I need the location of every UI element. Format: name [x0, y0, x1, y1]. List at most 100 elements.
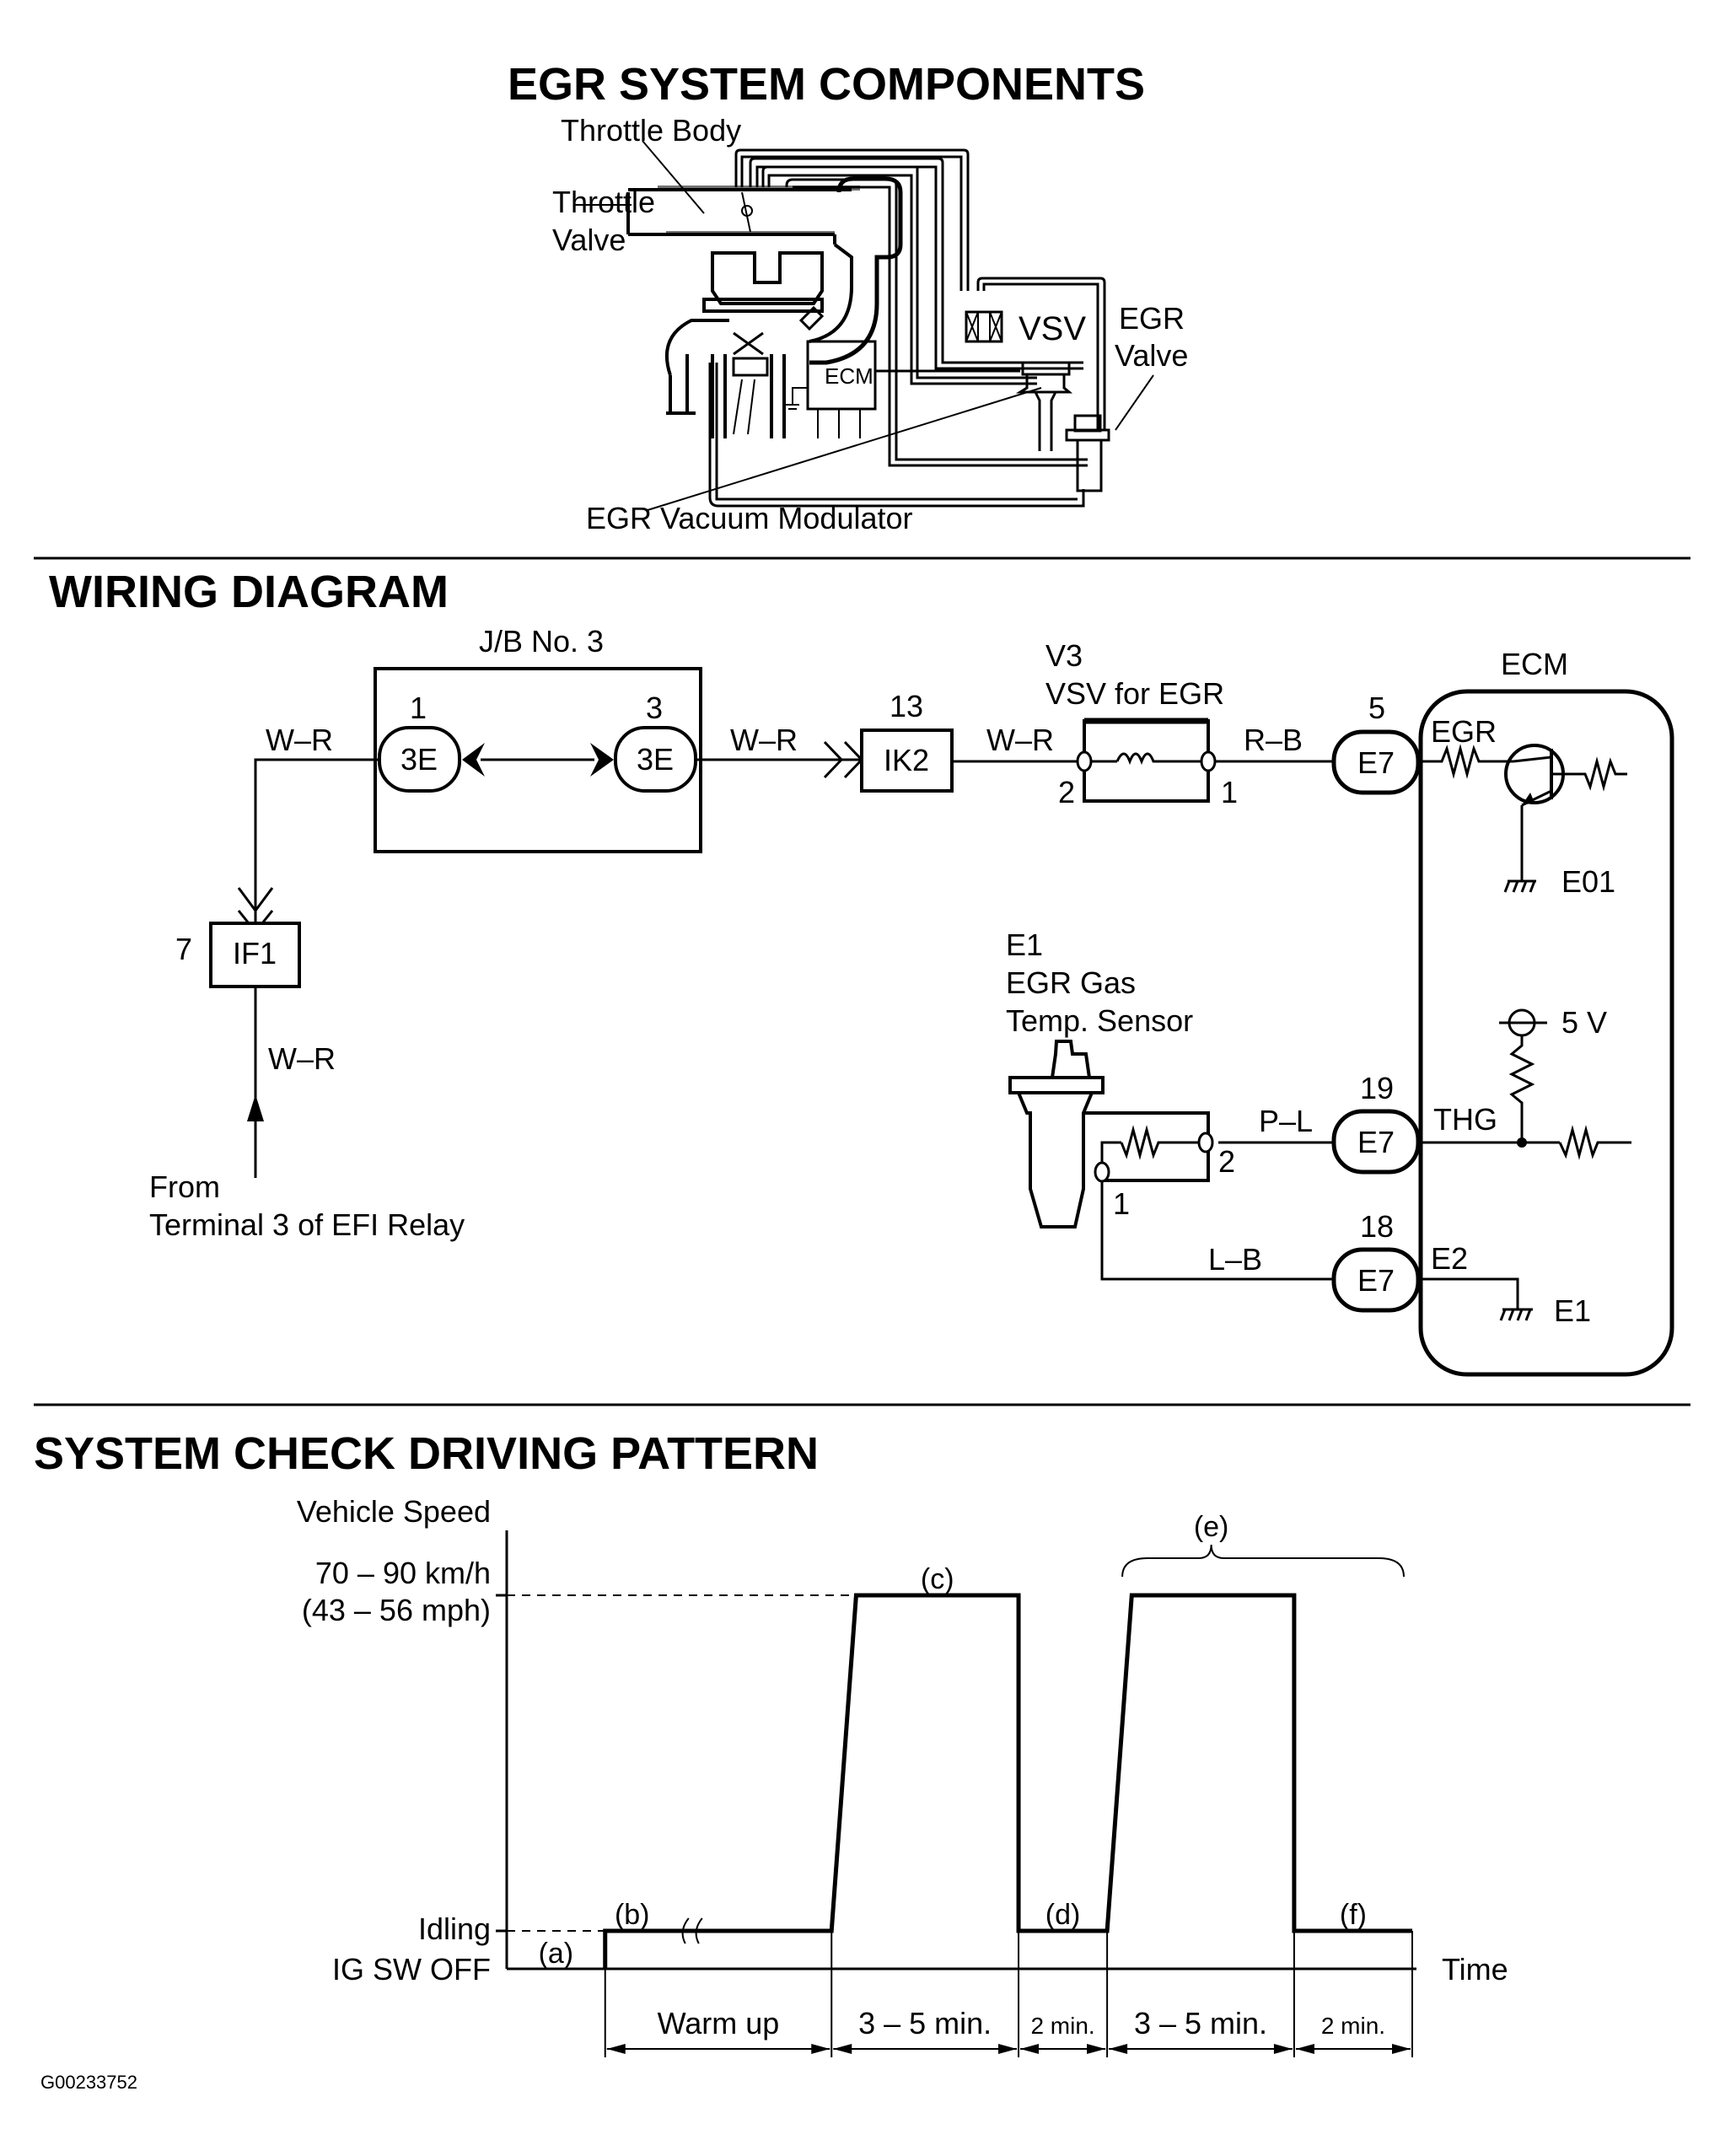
- leader-throttle-body: [642, 140, 705, 214]
- chart-xlabel: Time: [1442, 1952, 1508, 1987]
- ecm-terminal-5v: 5 V: [1561, 1005, 1607, 1040]
- egr-valve: [1065, 414, 1110, 492]
- engine-cylinder: [664, 251, 825, 438]
- pattern-title: SYSTEM CHECK DRIVING PATTERN: [34, 1428, 819, 1479]
- connector-if1: [209, 922, 301, 988]
- jb-arrow-left-icon: [462, 743, 485, 777]
- duration-label-0: Warm up: [658, 2006, 780, 2040]
- leader-egr-valve: [1115, 374, 1154, 431]
- vsv-id: V3: [1045, 638, 1083, 673]
- jb-pin-right: 3: [646, 691, 663, 725]
- sensor-terminal-1: [1094, 1161, 1110, 1183]
- vsv-terminal-1: [1200, 750, 1217, 772]
- phase-label-c: (c): [921, 1563, 954, 1595]
- brace-e-icon: [1121, 1544, 1405, 1578]
- label-throttle-body: Throttle Body: [561, 113, 741, 148]
- sensor-pin-1: 1: [1113, 1186, 1130, 1221]
- jb-name: J/B No. 3: [479, 624, 604, 659]
- e7-thg-code: E7: [1357, 1125, 1395, 1159]
- wiring-title: WIRING DIAGRAM: [49, 567, 449, 617]
- y-tick-high-1: 70 – 90 km/h: [315, 1556, 491, 1590]
- label-egr-valve-1: EGR: [1119, 301, 1185, 336]
- leader-vacuum-modulator: [647, 387, 1042, 511]
- sensor-id: E1: [1006, 927, 1043, 962]
- vsv-pin-right: 1: [1221, 775, 1238, 809]
- components-title: EGR SYSTEM COMPONENTS: [508, 59, 1145, 110]
- vacuum-hoses: [708, 148, 1106, 508]
- speed-profile-line: [603, 1593, 1412, 1969]
- vsv-name: VSV for EGR: [1045, 676, 1224, 711]
- wire-label-wr-4: W–R: [268, 1041, 336, 1076]
- throttle-body: [626, 185, 860, 245]
- jb-arrow-right-icon: [590, 743, 614, 777]
- e7-e2-pin: 18: [1360, 1209, 1394, 1244]
- vsv-terminal-2: [1076, 750, 1093, 772]
- wire-label-rb: R–B: [1244, 723, 1303, 757]
- ecm-terminal-e2: E2: [1431, 1241, 1468, 1276]
- duration-label-1: 3 – 5 min.: [858, 2006, 992, 2040]
- ik2-code: IK2: [884, 743, 929, 777]
- egr-components-illustration: Throttle Body Throttle Valve VSV EGR Val…: [552, 113, 1188, 535]
- connector-3e-left-label: 3E: [400, 742, 438, 777]
- connector-ik2: [860, 729, 954, 793]
- connector-e7-egr: [1331, 729, 1421, 795]
- label-ecm-box: ECM: [825, 363, 873, 389]
- arrowhead-right-icon: [998, 2044, 1018, 2054]
- vsv-component: [965, 310, 1003, 343]
- source-line-1: From: [149, 1169, 220, 1204]
- sensor-terminal-2: [1197, 1132, 1214, 1153]
- driving-pattern-chart: Vehicle Speed 70 – 90 km/h (43 – 56 mph)…: [297, 1494, 1508, 2057]
- e7-thg-pin: 19: [1360, 1071, 1394, 1105]
- arrowhead-left-icon: [833, 2044, 852, 2054]
- arrowhead-right-icon: [811, 2044, 830, 2054]
- source-line-2: Terminal 3 of EFI Relay: [149, 1207, 465, 1242]
- phase-label-e: (e): [1194, 1511, 1229, 1543]
- ecm-terminal-thg: THG: [1433, 1102, 1497, 1137]
- sensor-pin-2: 2: [1218, 1144, 1235, 1179]
- ecm-ground-icon: [786, 387, 808, 410]
- pullup-resistor-icon: [1508, 1035, 1535, 1143]
- wire-label-wr-1: W–R: [266, 723, 333, 757]
- egr-gas-temp-sensor-icon: [1008, 1040, 1210, 1229]
- ecm-terminal-e1: E1: [1554, 1293, 1591, 1328]
- wire-label-wr-2: W–R: [730, 723, 798, 757]
- arrowhead-right-icon: [1392, 2044, 1411, 2054]
- e7-e2-code: E7: [1357, 1263, 1395, 1298]
- phase-label-a: (a): [539, 1938, 574, 1970]
- ecm-block: [1418, 689, 1674, 1377]
- figure-id: G00233752: [40, 2072, 137, 2093]
- axis-break-icon: [681, 1917, 703, 1944]
- label-vsv: VSV: [1019, 310, 1086, 347]
- e7-egr-code: E7: [1357, 745, 1395, 780]
- duration-label-2: 2 min.: [1030, 2013, 1094, 2039]
- egr-vacuum-modulator: [1015, 361, 1073, 451]
- wiring-diagram: J/B No. 3 1 3 3E 3E W–R 7 IF1 W–R From T…: [149, 624, 1674, 1377]
- ecm-inputs: [817, 409, 861, 438]
- sensor-name-2: Temp. Sensor: [1006, 1003, 1193, 1038]
- if1-pin: 7: [175, 932, 192, 966]
- connector-3e-right-label: 3E: [637, 742, 674, 777]
- if1-code: IF1: [233, 936, 277, 970]
- ecm-terminal-e01: E01: [1561, 864, 1615, 899]
- arrowhead-left-icon: [1020, 2044, 1040, 2054]
- ecm-transistor-icon: [1504, 744, 1627, 807]
- e7-egr-pin: 5: [1368, 691, 1385, 725]
- duration-label-4: 2 min.: [1321, 2013, 1385, 2039]
- ecm-box: [806, 340, 877, 411]
- ik2-pin: 13: [890, 689, 923, 723]
- y-tick-high-2: (43 – 56 mph): [302, 1593, 491, 1627]
- wire-label-lb: L–B: [1208, 1242, 1262, 1277]
- y-tick-off: IG SW OFF: [332, 1952, 491, 1987]
- ecm-thg-resistor-icon: [1558, 1125, 1631, 1160]
- phase-label-d: (d): [1045, 1899, 1081, 1931]
- arrowhead-left-icon: [1295, 2044, 1314, 2054]
- duration-label-3: 3 – 5 min.: [1134, 2006, 1267, 2040]
- chart-ylabel: Vehicle Speed: [297, 1494, 491, 1529]
- arrow-up-icon: [247, 1094, 264, 1121]
- ecm-terminal-egr: EGR: [1431, 714, 1497, 749]
- wire-label-pl: P–L: [1259, 1104, 1313, 1138]
- ground-e01-icon: [1503, 879, 1536, 893]
- arrowhead-right-icon: [1273, 2044, 1293, 2054]
- solenoid-coil-icon: [1115, 752, 1176, 766]
- phase-label-f: (f): [1340, 1899, 1367, 1931]
